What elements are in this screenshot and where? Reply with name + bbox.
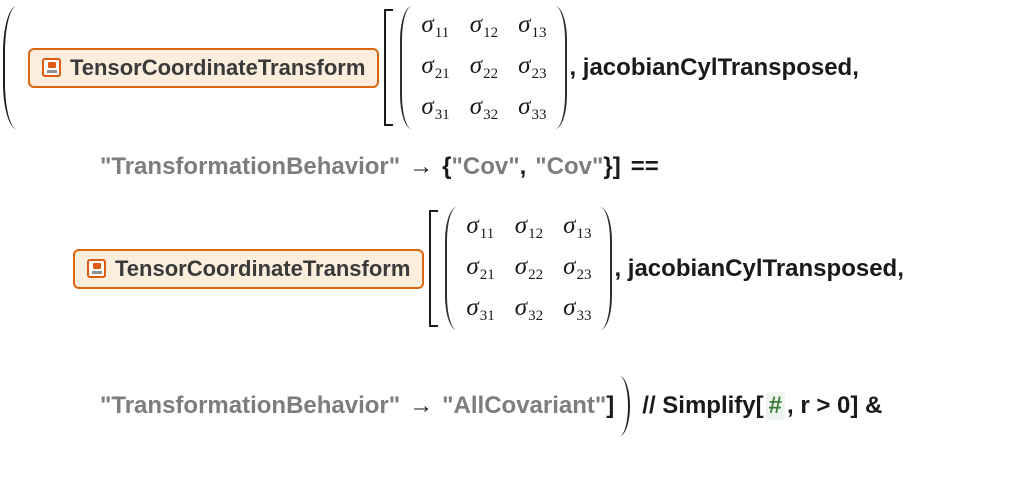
cov-string-2: "Cov" xyxy=(535,153,604,180)
code-line-1: TensorCoordinateTransform σ11 σ12 σ13 σ2… xyxy=(3,6,1030,129)
list-separator: , xyxy=(519,153,527,180)
outer-close-paren-icon xyxy=(618,376,631,436)
open-bracket-icon xyxy=(384,9,394,126)
matrix-entry: σ13 xyxy=(518,11,547,41)
resource-function-badge[interactable]: TensorCoordinateTransform xyxy=(73,248,425,289)
equality-operator: == xyxy=(630,153,659,180)
matrix-entry: σ32 xyxy=(514,294,544,324)
matrix-right-paren-icon xyxy=(600,207,613,330)
rule-arrow: → xyxy=(409,392,434,419)
matrix-entry: σ12 xyxy=(514,212,544,242)
matrix-entry: σ21 xyxy=(421,52,450,82)
matrix-entry: σ23 xyxy=(563,253,592,283)
matrix-entry: σ12 xyxy=(469,11,499,41)
code-line-3: TensorCoordinateTransform σ11 σ12 σ13 σ2… xyxy=(64,207,1030,330)
open-bracket-icon xyxy=(429,210,439,327)
matrix-entry: σ22 xyxy=(514,253,544,283)
icon-bar xyxy=(91,271,102,274)
icon-square xyxy=(92,263,101,269)
args-tail: , jacobianCylTransposed, xyxy=(614,254,904,282)
postfix-simplify: // Simplify[ xyxy=(642,392,764,419)
args-tail: , jacobianCylTransposed, xyxy=(569,53,859,81)
code-line-4: "TransformationBehavior" → "AllCovariant… xyxy=(100,376,1030,436)
option-name-string: "TransformationBehavior" xyxy=(100,153,401,180)
close-brace: } xyxy=(603,153,613,180)
matrix-entry: σ21 xyxy=(466,253,495,283)
slot-symbol: # xyxy=(765,392,785,420)
matrix-entry: σ33 xyxy=(563,294,592,324)
resource-function-icon xyxy=(42,58,61,77)
matrix-entry: σ33 xyxy=(518,93,547,123)
close-bracket: ] xyxy=(606,392,615,419)
notebook-cell: TensorCoordinateTransform σ11 σ12 σ13 σ2… xyxy=(0,6,1030,436)
resource-function-badge[interactable]: TensorCoordinateTransform xyxy=(28,47,380,88)
icon-square xyxy=(47,62,56,68)
icon-bar xyxy=(46,70,57,73)
postfix-tail: , r > 0] & xyxy=(787,392,883,419)
option-name-string: "TransformationBehavior" xyxy=(100,392,401,419)
matrix-grid: σ11 σ12 σ13 σ21 σ22 σ23 σ31 σ32 σ33 xyxy=(412,6,555,129)
resource-function-icon xyxy=(87,259,106,278)
allcovariant-string: "AllCovariant" xyxy=(442,392,607,419)
code-line-2: "TransformationBehavior" → { "Cov" , "Co… xyxy=(100,153,1030,181)
matrix-entry: σ23 xyxy=(518,52,547,82)
outer-open-paren-icon xyxy=(3,6,17,129)
cov-string-1: "Cov" xyxy=(451,153,520,180)
matrix-grid: σ11 σ12 σ13 σ21 σ22 σ23 σ31 σ32 σ33 xyxy=(457,207,600,330)
badge-label: TensorCoordinateTransform xyxy=(115,255,411,281)
matrix-right-paren-icon xyxy=(555,6,568,129)
matrix-entry: σ31 xyxy=(466,294,495,324)
matrix-entry: σ11 xyxy=(421,11,450,41)
sigma-matrix: σ11 σ12 σ13 σ21 σ22 σ23 σ31 σ32 σ33 xyxy=(400,6,568,129)
matrix-entry: σ22 xyxy=(469,52,499,82)
matrix-entry: σ11 xyxy=(466,212,495,242)
badge-label: TensorCoordinateTransform xyxy=(70,54,366,80)
rule-arrow: → xyxy=(409,153,434,180)
sigma-matrix: σ11 σ12 σ13 σ21 σ22 σ23 σ31 σ32 σ33 xyxy=(445,207,613,330)
matrix-entry: σ32 xyxy=(469,93,499,123)
matrix-entry: σ31 xyxy=(421,93,450,123)
matrix-entry: σ13 xyxy=(563,212,592,242)
matrix-left-paren-icon xyxy=(400,6,412,129)
matrix-left-paren-icon xyxy=(445,207,457,330)
close-bracket: ] xyxy=(612,153,621,180)
open-brace: { xyxy=(442,153,452,180)
